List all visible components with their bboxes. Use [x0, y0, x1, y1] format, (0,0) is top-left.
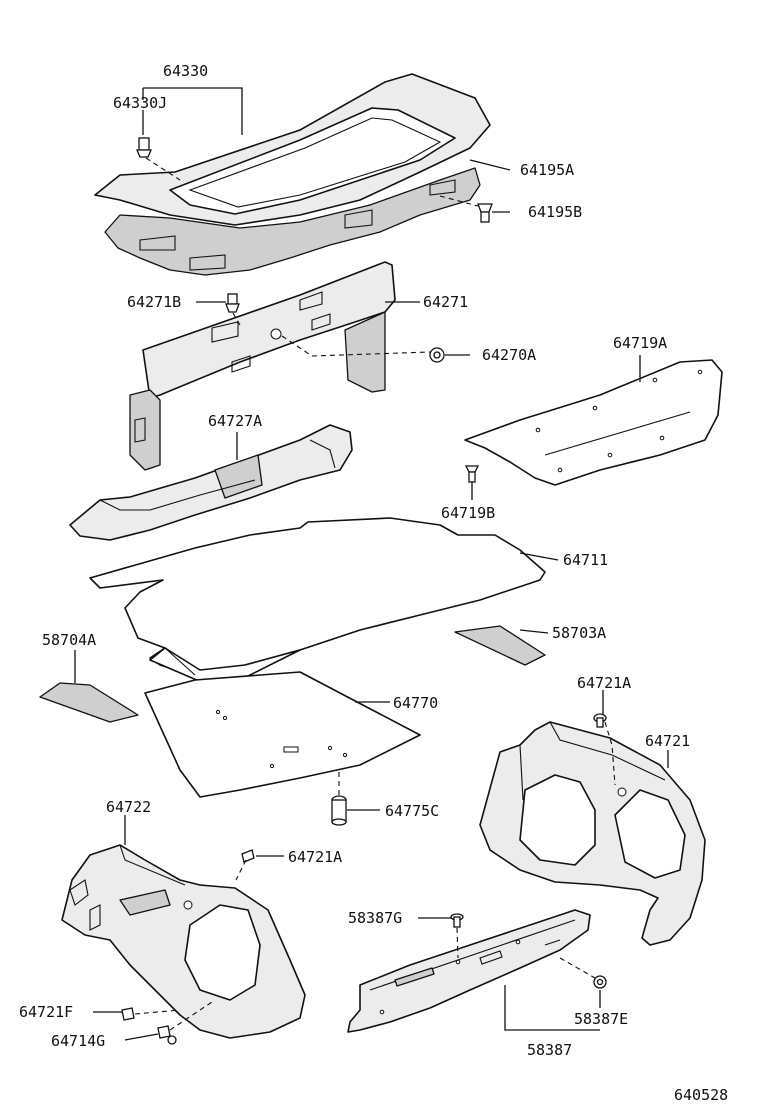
label-64770: 64770	[393, 694, 438, 712]
left-side-trim-64722[interactable]	[61, 844, 306, 1039]
label-64271: 64271	[423, 293, 468, 311]
rear-partition-panel-64271[interactable]	[129, 261, 396, 471]
figure-number: 640528	[674, 1086, 728, 1104]
label-64195A: 64195A	[520, 161, 574, 179]
floor-spacer-64727A[interactable]	[69, 424, 353, 541]
clip-58387G[interactable]	[450, 913, 464, 928]
label-64721: 64721	[645, 732, 690, 750]
package-tray-trim-64330[interactable]	[94, 73, 491, 276]
clip-58387E[interactable]	[593, 975, 607, 989]
label-64719A: 64719A	[613, 334, 667, 352]
clip-64721A-middle[interactable]	[241, 849, 255, 863]
label-64195B: 64195B	[528, 203, 582, 221]
label-64330J: 64330J	[113, 94, 167, 112]
trunk-floor-mat-64711[interactable]	[89, 517, 546, 691]
label-64719B: 64719B	[441, 504, 495, 522]
label-58704A: 58704A	[42, 631, 96, 649]
label-64722: 64722	[106, 798, 151, 816]
label-64775C: 64775C	[385, 802, 439, 820]
label-58703A: 58703A	[552, 624, 606, 642]
label-64711: 64711	[563, 551, 608, 569]
leader-lines	[74, 87, 669, 1041]
pad-58704A[interactable]	[39, 682, 139, 723]
clip-64330J[interactable]	[136, 137, 152, 158]
grommet-64270A[interactable]	[429, 347, 445, 363]
clip-64721F[interactable]	[121, 1007, 135, 1021]
label-64721A-middle: 64721A	[288, 848, 342, 866]
label-64721F: 64721F	[19, 1003, 73, 1021]
clip-64719B[interactable]	[464, 465, 480, 483]
label-64330: 64330	[163, 62, 208, 80]
trunk-lid-trim-cover-64719A[interactable]	[464, 359, 723, 486]
label-64271B: 64271B	[127, 293, 181, 311]
label-58387: 58387	[527, 1041, 572, 1059]
clip-64195B[interactable]	[477, 203, 493, 223]
label-64714G: 64714G	[51, 1032, 105, 1050]
pad-58703A[interactable]	[454, 625, 546, 666]
label-64270A: 64270A	[482, 346, 536, 364]
label-64721A-top: 64721A	[577, 674, 631, 692]
clip-64721A-top[interactable]	[593, 713, 607, 728]
clip-64714G[interactable]	[157, 1025, 177, 1045]
clip-64271B[interactable]	[225, 293, 240, 313]
fastener-64775C[interactable]	[331, 795, 347, 826]
trunk-mat-64770[interactable]	[144, 671, 421, 798]
rear-sill-plate-58387[interactable]	[347, 909, 591, 1033]
right-side-trim-64721[interactable]	[479, 721, 706, 946]
label-58387E: 58387E	[574, 1010, 628, 1028]
label-64727A: 64727A	[208, 412, 262, 430]
label-58387G: 58387G	[348, 909, 402, 927]
